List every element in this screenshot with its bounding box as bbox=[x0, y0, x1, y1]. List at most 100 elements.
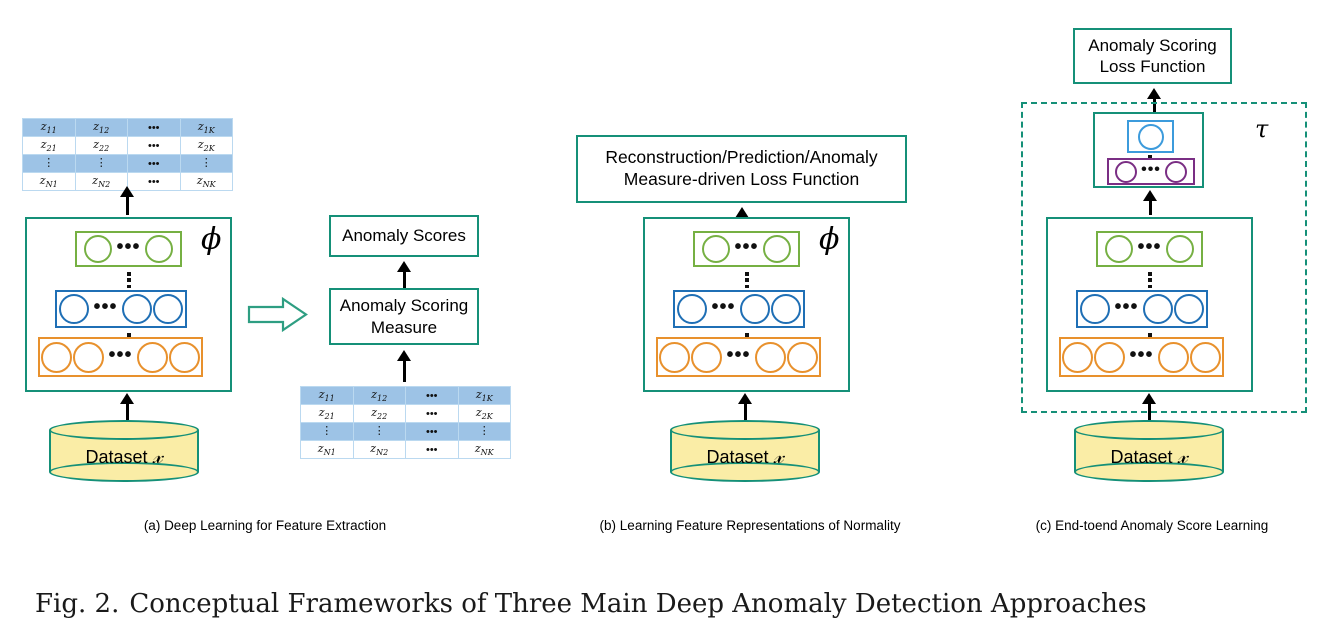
table-cell: z21 bbox=[300, 404, 354, 423]
node-circle bbox=[84, 235, 113, 263]
table-cell: zN1 bbox=[22, 172, 76, 191]
table-cell: z12 bbox=[352, 386, 406, 405]
arrow-measure-to-scores bbox=[397, 261, 411, 288]
table-cell: ⋮ bbox=[22, 154, 76, 173]
script-x-symbol: 𝓍 bbox=[152, 444, 163, 468]
layer-ellipsis: ••• bbox=[1129, 344, 1154, 366]
arrow-head bbox=[1142, 393, 1156, 404]
arrow-head bbox=[397, 350, 411, 361]
tau-symbol-c: τ bbox=[1255, 115, 1269, 143]
input-layer-orange-a: ••• bbox=[38, 337, 203, 377]
table-cell: zNK bbox=[179, 172, 233, 191]
node-circle bbox=[1157, 341, 1189, 373]
arrow-shaft bbox=[125, 400, 129, 420]
figure-caption-text: Conceptual Frameworks of Three Main Deep… bbox=[129, 589, 1147, 619]
panel-caption-b: (b) Learning Feature Representations of … bbox=[599, 518, 901, 533]
table-cell: zN2 bbox=[352, 440, 406, 459]
measure-line-1: Anomaly Scoring bbox=[339, 296, 469, 316]
arrow-dataset-to-network-a bbox=[120, 393, 134, 420]
table-row: ⋮⋮•••⋮ bbox=[300, 422, 511, 441]
table-cell: z11 bbox=[300, 386, 354, 405]
table-cell: ••• bbox=[405, 386, 459, 405]
node-circle bbox=[144, 235, 173, 263]
cylinder-bottom-ellipse bbox=[1074, 462, 1224, 482]
arrow-table-to-measure bbox=[397, 350, 411, 382]
script-x-symbol: 𝓍 bbox=[1177, 444, 1188, 468]
anomaly-scores-box: Anomaly Scores bbox=[329, 215, 479, 257]
layer-ellipsis: ••• bbox=[1137, 236, 1162, 258]
hidden-layer-green-a: ••• bbox=[75, 231, 182, 267]
table-cell: ⋮ bbox=[300, 422, 354, 441]
table-cell: ⋮ bbox=[457, 422, 511, 441]
dataset-text: Dataset bbox=[1110, 447, 1173, 467]
node-circle bbox=[659, 341, 691, 373]
node-circle bbox=[1062, 341, 1094, 373]
hidden-layer-blue-c: ••• bbox=[1076, 290, 1208, 328]
table-cell: ••• bbox=[127, 154, 181, 173]
layer-ellipsis: ••• bbox=[93, 296, 118, 318]
table-cell: z1K bbox=[457, 386, 511, 405]
arrow-head bbox=[735, 207, 749, 218]
node-circle bbox=[121, 294, 152, 324]
table-cell: ••• bbox=[405, 404, 459, 423]
cylinder-bottom-ellipse bbox=[670, 462, 820, 482]
layer-ellipsis: ••• bbox=[1114, 296, 1139, 318]
phi-symbol-a: ϕ bbox=[201, 222, 222, 257]
node-circle bbox=[152, 294, 183, 324]
layer-gap-ellipsis-a1 bbox=[126, 272, 132, 288]
arrow-shaft bbox=[1148, 197, 1152, 215]
layer-gap-ellipsis-b1 bbox=[744, 272, 750, 288]
hidden-layer-green-c: ••• bbox=[1096, 231, 1203, 267]
arrow-head bbox=[397, 261, 411, 272]
layer-ellipsis: ••• bbox=[734, 236, 759, 258]
table-cell: ⋮ bbox=[74, 154, 128, 173]
panel-caption-c: (c) End-toend Anomaly Score Learning bbox=[1035, 518, 1269, 533]
node-circle bbox=[762, 235, 791, 263]
node-circle bbox=[1142, 294, 1173, 324]
input-layer-orange-b: ••• bbox=[656, 337, 821, 377]
arrow-shaft bbox=[402, 268, 406, 288]
arrow-head bbox=[120, 393, 134, 404]
scoring-layer-lightblue-c bbox=[1127, 120, 1174, 153]
table-cell: ••• bbox=[127, 136, 181, 155]
arrow-dataset-to-network-b bbox=[738, 393, 752, 420]
arrow-head bbox=[1147, 88, 1161, 99]
arrow-head bbox=[738, 393, 752, 404]
node-circle bbox=[770, 294, 801, 324]
layer-ellipsis: ••• bbox=[1141, 160, 1161, 178]
node-circle bbox=[677, 294, 708, 324]
cylinder-top-ellipse bbox=[1074, 420, 1224, 440]
cylinder-bottom-ellipse bbox=[49, 462, 199, 482]
node-circle bbox=[739, 294, 770, 324]
layer-ellipsis: ••• bbox=[711, 296, 736, 318]
node-circle bbox=[41, 341, 73, 373]
layer-ellipsis: ••• bbox=[108, 344, 133, 366]
table-cell: z11 bbox=[22, 118, 76, 137]
end-to-end-dashed-container-c bbox=[1021, 102, 1307, 413]
cylinder-top-ellipse bbox=[670, 420, 820, 440]
node-circle bbox=[691, 341, 723, 373]
table-row: ⋮⋮•••⋮ bbox=[22, 154, 233, 173]
table-cell: ••• bbox=[127, 118, 181, 137]
table-cell: z22 bbox=[352, 404, 406, 423]
dataset-text: Dataset bbox=[85, 447, 148, 467]
node-circle bbox=[1173, 294, 1204, 324]
input-layer-orange-c: ••• bbox=[1059, 337, 1224, 377]
arrow-dataset-to-network-c bbox=[1142, 393, 1156, 420]
node-circle bbox=[1105, 235, 1134, 263]
node-circle bbox=[73, 341, 105, 373]
cylinder-top-ellipse bbox=[49, 420, 199, 440]
anomaly-scoring-loss-box-c: Anomaly Scoring Loss Function bbox=[1073, 28, 1232, 84]
dataset-text: Dataset bbox=[706, 447, 769, 467]
table-cell: ••• bbox=[405, 422, 459, 441]
node-circle bbox=[59, 294, 90, 324]
